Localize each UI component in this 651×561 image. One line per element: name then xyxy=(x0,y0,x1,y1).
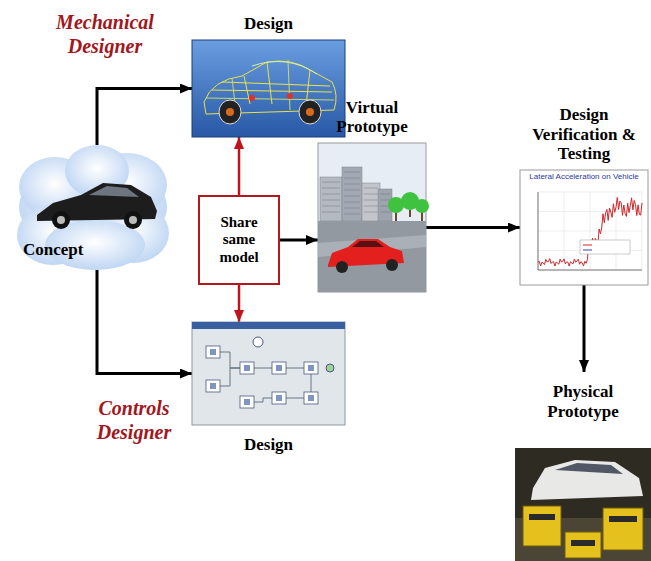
flow-arrow xyxy=(97,89,192,146)
scene-background xyxy=(318,143,426,292)
cad-background xyxy=(192,40,345,137)
illustration xyxy=(192,40,345,137)
block-diagram-window xyxy=(192,322,345,425)
role-label: Mechanical Designer xyxy=(40,10,170,58)
illustration xyxy=(318,143,426,292)
image-heading: Design xyxy=(214,14,324,34)
illustration xyxy=(192,322,345,425)
design-image: Design xyxy=(192,322,345,425)
acceleration-trace xyxy=(538,197,642,266)
flow-arrow xyxy=(238,137,241,195)
design-image: Design xyxy=(192,40,345,137)
role-label: Controls Designer xyxy=(78,396,190,444)
photo-image: Physical Prototype xyxy=(515,372,651,561)
illustration xyxy=(520,170,648,285)
image-heading: Virtual Prototype xyxy=(320,98,424,137)
process-box: Share same model xyxy=(198,195,280,285)
image-heading: Physical Prototype xyxy=(528,382,638,421)
image-heading: Design xyxy=(214,435,324,455)
flow-arrow xyxy=(426,226,520,229)
image-heading: Design Verification & Testing xyxy=(525,105,643,164)
node-label: Concept xyxy=(23,240,83,260)
flow-arrow xyxy=(280,239,318,242)
concept-cloud: Concept xyxy=(15,145,170,270)
chart-image: Design Verification & Testing xyxy=(520,170,648,285)
flow-arrow xyxy=(97,270,192,374)
flow-arrow xyxy=(238,285,241,322)
test-rig-photo xyxy=(515,448,651,561)
chart-title: Lateral Acceleration on Vehicle xyxy=(522,173,646,182)
box-label: Share same model xyxy=(205,214,273,266)
prototype-image: Virtual Prototype xyxy=(318,143,426,292)
chart-frame xyxy=(520,170,648,285)
flow-arrow xyxy=(583,285,586,372)
white-car xyxy=(531,460,643,500)
